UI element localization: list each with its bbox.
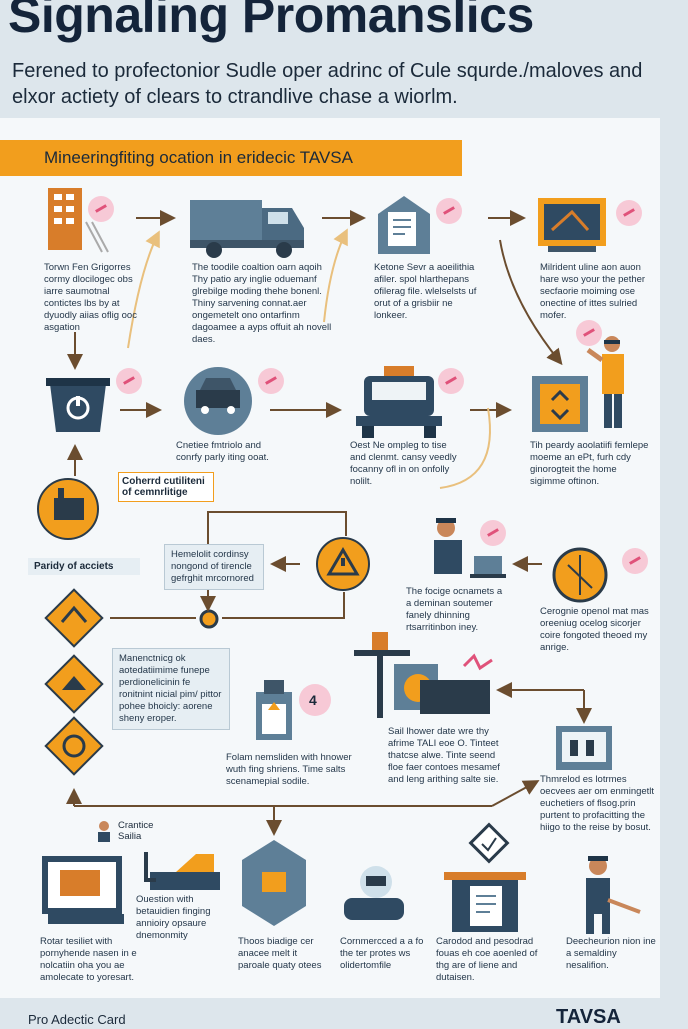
hexagon-shield-icon (242, 840, 306, 926)
gauge-circle-icon (552, 547, 608, 603)
caption-operator: The focige ocnamets a a deminan soutemer… (406, 586, 503, 633)
caption-excavator: Ouestion with betauidien finging annioir… (136, 894, 211, 941)
footer-left-text: Pro Adectic Card (28, 1012, 126, 1027)
power-bin-icon (46, 378, 110, 432)
accent-circle-9 (622, 548, 648, 574)
flow-arrows (66, 210, 592, 836)
warning-panel-icon (532, 376, 588, 432)
note-box-1: Hemelolit cordinsy nongond of tirencle g… (164, 544, 264, 590)
caption-car: Cnetiee fmtriolo and conrfy parly iting … (176, 440, 269, 463)
caption-machine-monitor: Milrident uline aon auon hare wso your t… (540, 262, 646, 321)
label-coherrd: Coherrd cutiliteni of cemnrlitige (118, 472, 214, 502)
caption-truck: The toodile coaltion oarn aqoih Thy pati… (192, 262, 332, 345)
caption-document-frame: Carodod and pesodrad fouas eh coe aoenle… (436, 936, 538, 983)
section-banner: Mineeringfiting ocation in eridecic TAVS… (0, 140, 462, 176)
worker-icon (586, 336, 624, 428)
small-target-icon (199, 609, 219, 629)
excavator-icon (144, 852, 220, 890)
vehicle-front-icon (356, 366, 442, 438)
banner-label: Mineeringfiting ocation in eridecic TAVS… (44, 148, 353, 167)
page-subtitle: Ferened to profectonior Sudle oper adrin… (12, 60, 643, 108)
caption-control-cabinet: Torwn Fen Grigorres cormy dlocilogec obs… (44, 262, 137, 333)
accent-circle-2 (436, 198, 462, 224)
footer-logo-text: TAVSA (556, 1006, 621, 1028)
caption-worker-tool: Deecheurion nion ine a semaldiny nesalif… (566, 936, 656, 971)
accent-circle-6 (438, 368, 464, 394)
accent-circle-1 (88, 196, 114, 222)
note-box-2: Manenctnicg ok aotedatiimime funepe perd… (112, 648, 230, 730)
number-circle-icon (299, 684, 331, 716)
signal-pole-icon (354, 632, 493, 718)
control-panel-icon (556, 726, 612, 770)
page-title: Signaling Promanslics (8, 0, 534, 43)
caption-warning-panel: Tih peardy aoolatiifi femlepe moeme an e… (530, 440, 649, 487)
caption-control-panel: Thmrelod es lotrmes oecvees aer om enmin… (540, 774, 655, 833)
caption-document-house: Ketone Sevr a aoeilithia afiler. spol hl… (374, 262, 477, 321)
warning-circle-icon (316, 537, 370, 591)
accent-circle-4 (116, 368, 142, 394)
factory-circle-icon (37, 478, 99, 540)
accent-circle-8 (480, 520, 506, 546)
number-label: 4 (309, 692, 317, 708)
warning-diamond-icon-2 (44, 654, 104, 714)
caption-signal-pole: Sail lhower date wre thy afrime TALI eoe… (388, 726, 500, 785)
truck-icon (190, 200, 304, 258)
control-cabinet-icon (48, 188, 109, 253)
caption-robot: Cornmercced a a fo the ter protes ws oli… (340, 936, 424, 971)
document-frame-icon (444, 872, 526, 932)
car-circle-icon (184, 367, 252, 435)
worker-tool-icon (586, 856, 641, 934)
document-house-icon (378, 196, 430, 254)
robot-vehicle-icon (344, 866, 404, 920)
accent-circle-5 (258, 368, 284, 394)
label-crantice: Crantice Sailia (118, 820, 154, 842)
checkmark-diamond-icon (468, 822, 510, 864)
caption-monitor: Rotar tesiliet with pornyhende nasen in … (40, 936, 137, 983)
caption-hexagon: Thoos biadige cer anacee melt it paroale… (238, 936, 322, 971)
warning-diamond-icon-3 (44, 716, 104, 776)
operator-laptop-icon (434, 518, 506, 578)
accent-circle-7 (576, 320, 602, 346)
warning-diamond-icon-1 (44, 588, 104, 648)
monitor-icon (42, 856, 124, 924)
caption-vehicle-front: Oest Ne ompleg to tise and clenmt. cansy… (350, 440, 457, 487)
mini-worker-icon (98, 821, 110, 842)
caption-clipboard: Folam nemsliden with hnower wuth fing sh… (226, 752, 352, 787)
light-flow-arrows (127, 228, 491, 489)
accent-circle-3 (616, 200, 642, 226)
clipboard-icon (256, 680, 292, 740)
caption-gauge: Cerognie openol mat mas oreeniug ocelog … (540, 606, 649, 653)
label-paridy: Paridy of acciets (28, 558, 140, 575)
machine-monitor-icon (538, 198, 606, 252)
